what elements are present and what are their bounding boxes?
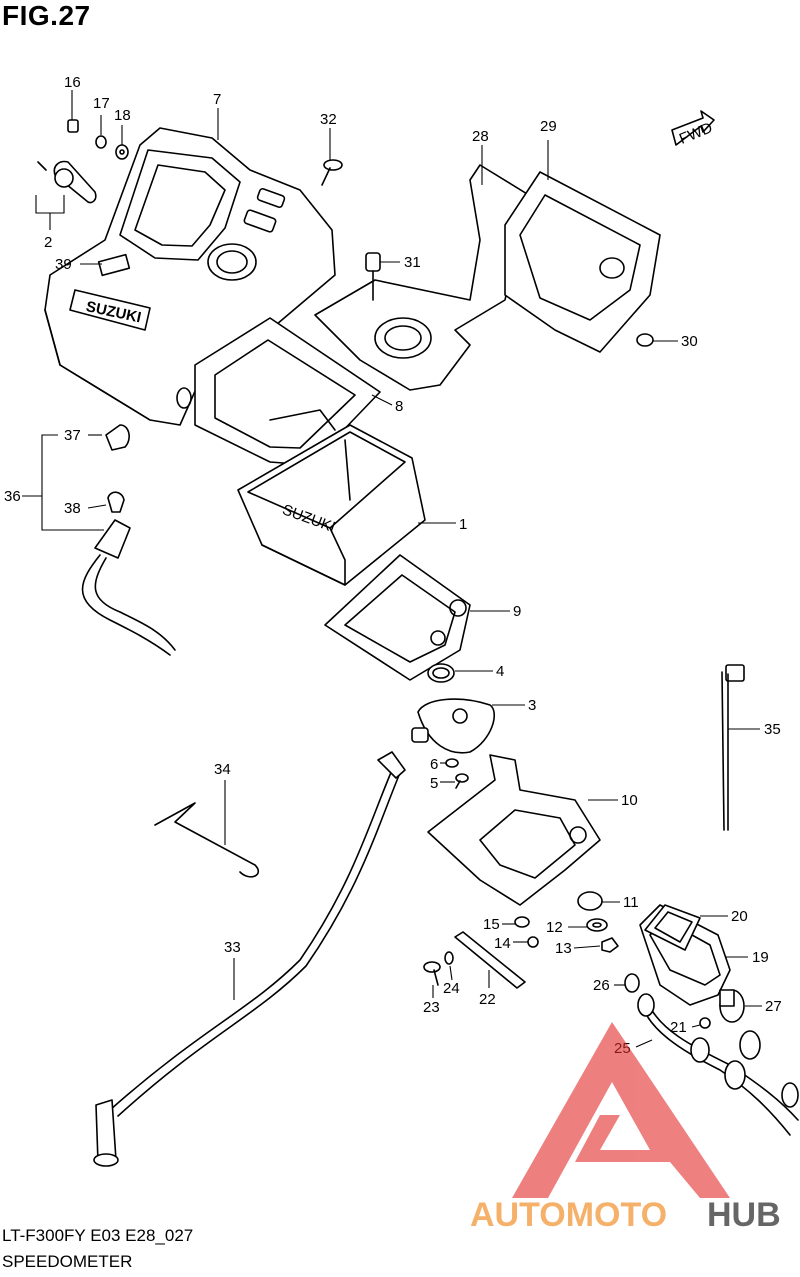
watermark-logo [512,1022,730,1198]
callout-32: 32 [320,111,337,128]
o-ring-4-part [427,663,455,683]
callout-33: 33 [224,939,241,956]
watermark-text-primary: AUTOMOTO [470,1196,667,1234]
socket-harness-36-part [81,424,176,656]
screw-30-part [636,333,654,347]
forward-label: FWD [677,119,715,148]
callout-9: 9 [513,603,521,620]
figure-code: LT-F300FY E03 E28_027 [2,1226,194,1245]
washer-12-part [586,918,608,932]
meter-case-part: SUZUKI [237,424,426,586]
callout-16: 16 [64,74,81,91]
callout-30: 30 [681,333,698,350]
washer-18-part [115,144,129,160]
figure-title: FIG.27 [2,0,91,31]
callout-28: 28 [472,128,489,145]
callout-4: 4 [496,663,504,680]
callout-labels: 16 17 18 7 32 28 29 2 39 31 30 8 37 1 36… [4,74,782,1057]
clamp-34-part [154,802,260,878]
callout-24: 24 [443,980,460,997]
callout-22: 22 [479,991,496,1008]
meter-cover-part: SUZUKI [44,127,336,426]
callout-31: 31 [404,254,421,271]
cable-tie-35-part [721,664,745,831]
callout-13: 13 [555,940,572,957]
callout-26: 26 [593,977,610,994]
label-39-part [97,253,131,277]
callout-19: 19 [752,949,769,966]
washer-24-part [444,951,454,965]
callout-34: 34 [214,761,231,778]
forward-arrow-icon: FWD [671,110,715,148]
bulb-27-part [719,989,745,1023]
callout-27: 27 [765,998,782,1015]
screw-21-part [699,1017,711,1029]
callout-15: 15 [483,916,500,933]
bulb-26-part [624,973,640,993]
callout-12: 12 [546,919,563,936]
screw-32-part [321,159,343,186]
callout-23: 23 [423,999,440,1016]
leader-lines [22,90,762,1048]
callout-1: 1 [459,516,467,533]
plate-9-part [324,554,471,681]
screw-23-part [423,961,441,986]
callout-39: 39 [55,256,72,273]
figure-name: SPEEDOMETER [2,1252,133,1271]
callout-5: 5 [430,775,438,792]
callout-29: 29 [540,118,557,135]
gear-3-part [411,698,495,754]
callout-14: 14 [494,935,511,952]
lens-20-part [644,904,701,951]
plate-22-part [454,931,526,989]
callout-11: 11 [623,894,639,911]
reset-knob-part [37,160,97,204]
washer-6-part [445,758,459,768]
callout-10: 10 [621,792,638,809]
bolt-5-part [455,773,469,789]
bracket-10-part [427,754,601,906]
callout-35: 35 [764,721,781,738]
callout-6: 6 [430,756,438,773]
callout-2: 2 [44,234,52,251]
callout-21: 21 [670,1019,687,1036]
bolt-14-part [527,936,539,948]
nut-13-part [601,937,619,953]
callout-18: 18 [114,107,131,124]
cable-33-part [93,751,406,1167]
callout-3: 3 [528,697,536,714]
washer-17-part [95,135,107,149]
callout-7: 7 [213,91,221,108]
harness-25-part [637,993,799,1136]
callout-20: 20 [731,908,748,925]
callout-8: 8 [395,398,403,415]
washer-15-part [514,916,530,928]
cover-29-part [504,171,661,353]
callout-37: 37 [64,427,81,444]
watermark-text-secondary: HUB [707,1196,781,1234]
callout-17: 17 [93,95,110,112]
callout-36: 36 [4,488,21,505]
grommet-11-part [577,891,603,911]
screw-16-part [67,119,79,133]
callout-38: 38 [64,500,81,517]
